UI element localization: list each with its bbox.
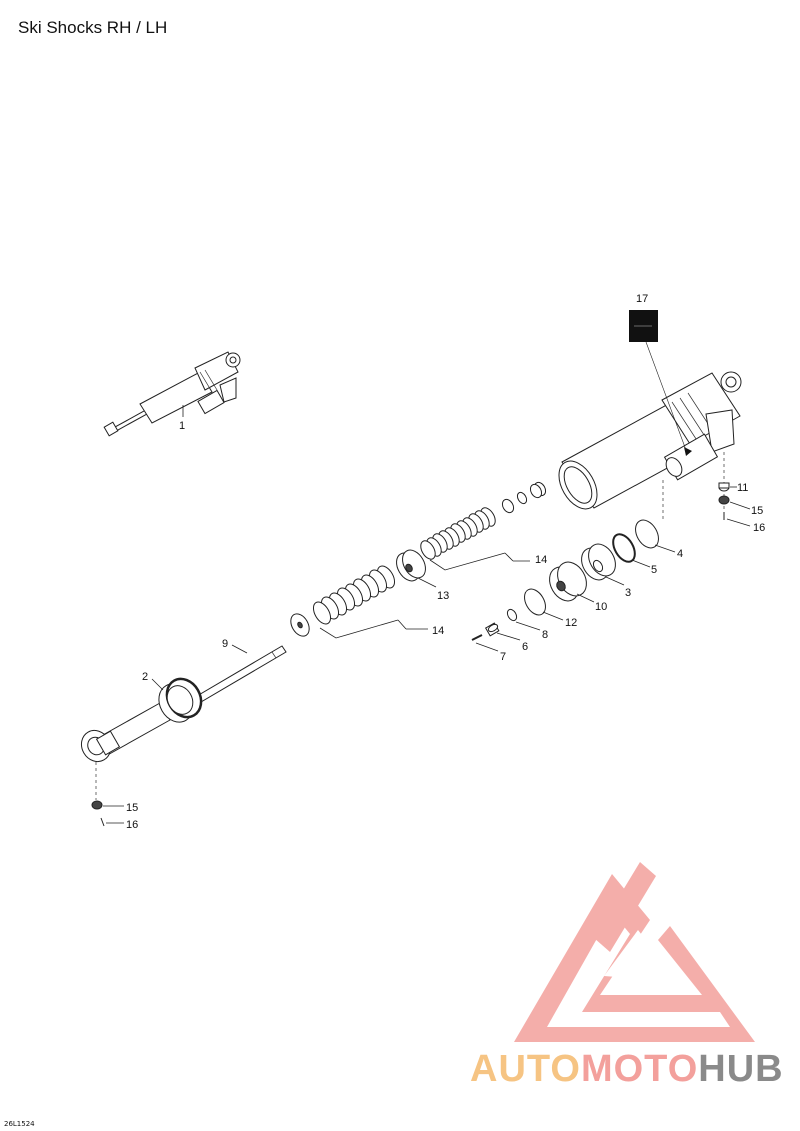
seal-4 [635,519,659,549]
callout-11: 11 [737,482,748,494]
watermark-hub: HUB [698,1048,784,1090]
callout-15-left: 15 [126,802,138,814]
page-title: Ski Shocks RH / LH [18,18,168,37]
damper-body [558,371,742,510]
callout-16-left: 16 [126,819,138,831]
pin-16-left [100,817,105,827]
callout-2: 2 [142,671,148,683]
callout-16-right: 16 [753,522,765,534]
drawing-reference-code: 26L1524 [4,1120,35,1128]
callout-15-right: 15 [751,505,763,517]
washer-15-right [718,495,730,505]
shim-stack-upper [420,481,547,560]
callout-4: 4 [677,548,683,560]
piston-3 [581,543,616,581]
shim-stack-lower [290,565,396,637]
callout-7: 7 [500,651,506,663]
o-ring-8 [506,608,518,622]
watermark-text: AUTOMOTOHUB [470,1048,784,1091]
watermark-logo [514,862,755,1042]
callout-17: 17 [636,293,648,305]
callout-12: 12 [565,617,577,629]
valve-6 [484,622,500,637]
disc-12 [524,588,546,616]
cap-10 [549,561,587,602]
piston-13 [396,549,426,582]
callout-9: 9 [222,638,228,650]
callout-13: 13 [437,590,449,602]
callout-14-upper: 14 [535,554,547,566]
callout-14-lower: 14 [432,625,444,637]
shock-body-2 [80,677,203,763]
callout-8: 8 [542,629,548,641]
screw-7 [471,634,483,641]
callout-5: 5 [651,564,657,576]
watermark-moto: MOTO [580,1048,699,1090]
washer-15-left [91,800,103,810]
assembled-shock-thumbnail [103,351,241,437]
callout-3: 3 [625,587,631,599]
o-ring-5 [612,533,636,563]
callout-10: 10 [595,601,607,613]
callout-6: 6 [522,641,528,653]
watermark-auto: AUTO [470,1048,581,1090]
callout-1: 1 [179,420,185,432]
nut-11 [718,482,730,492]
